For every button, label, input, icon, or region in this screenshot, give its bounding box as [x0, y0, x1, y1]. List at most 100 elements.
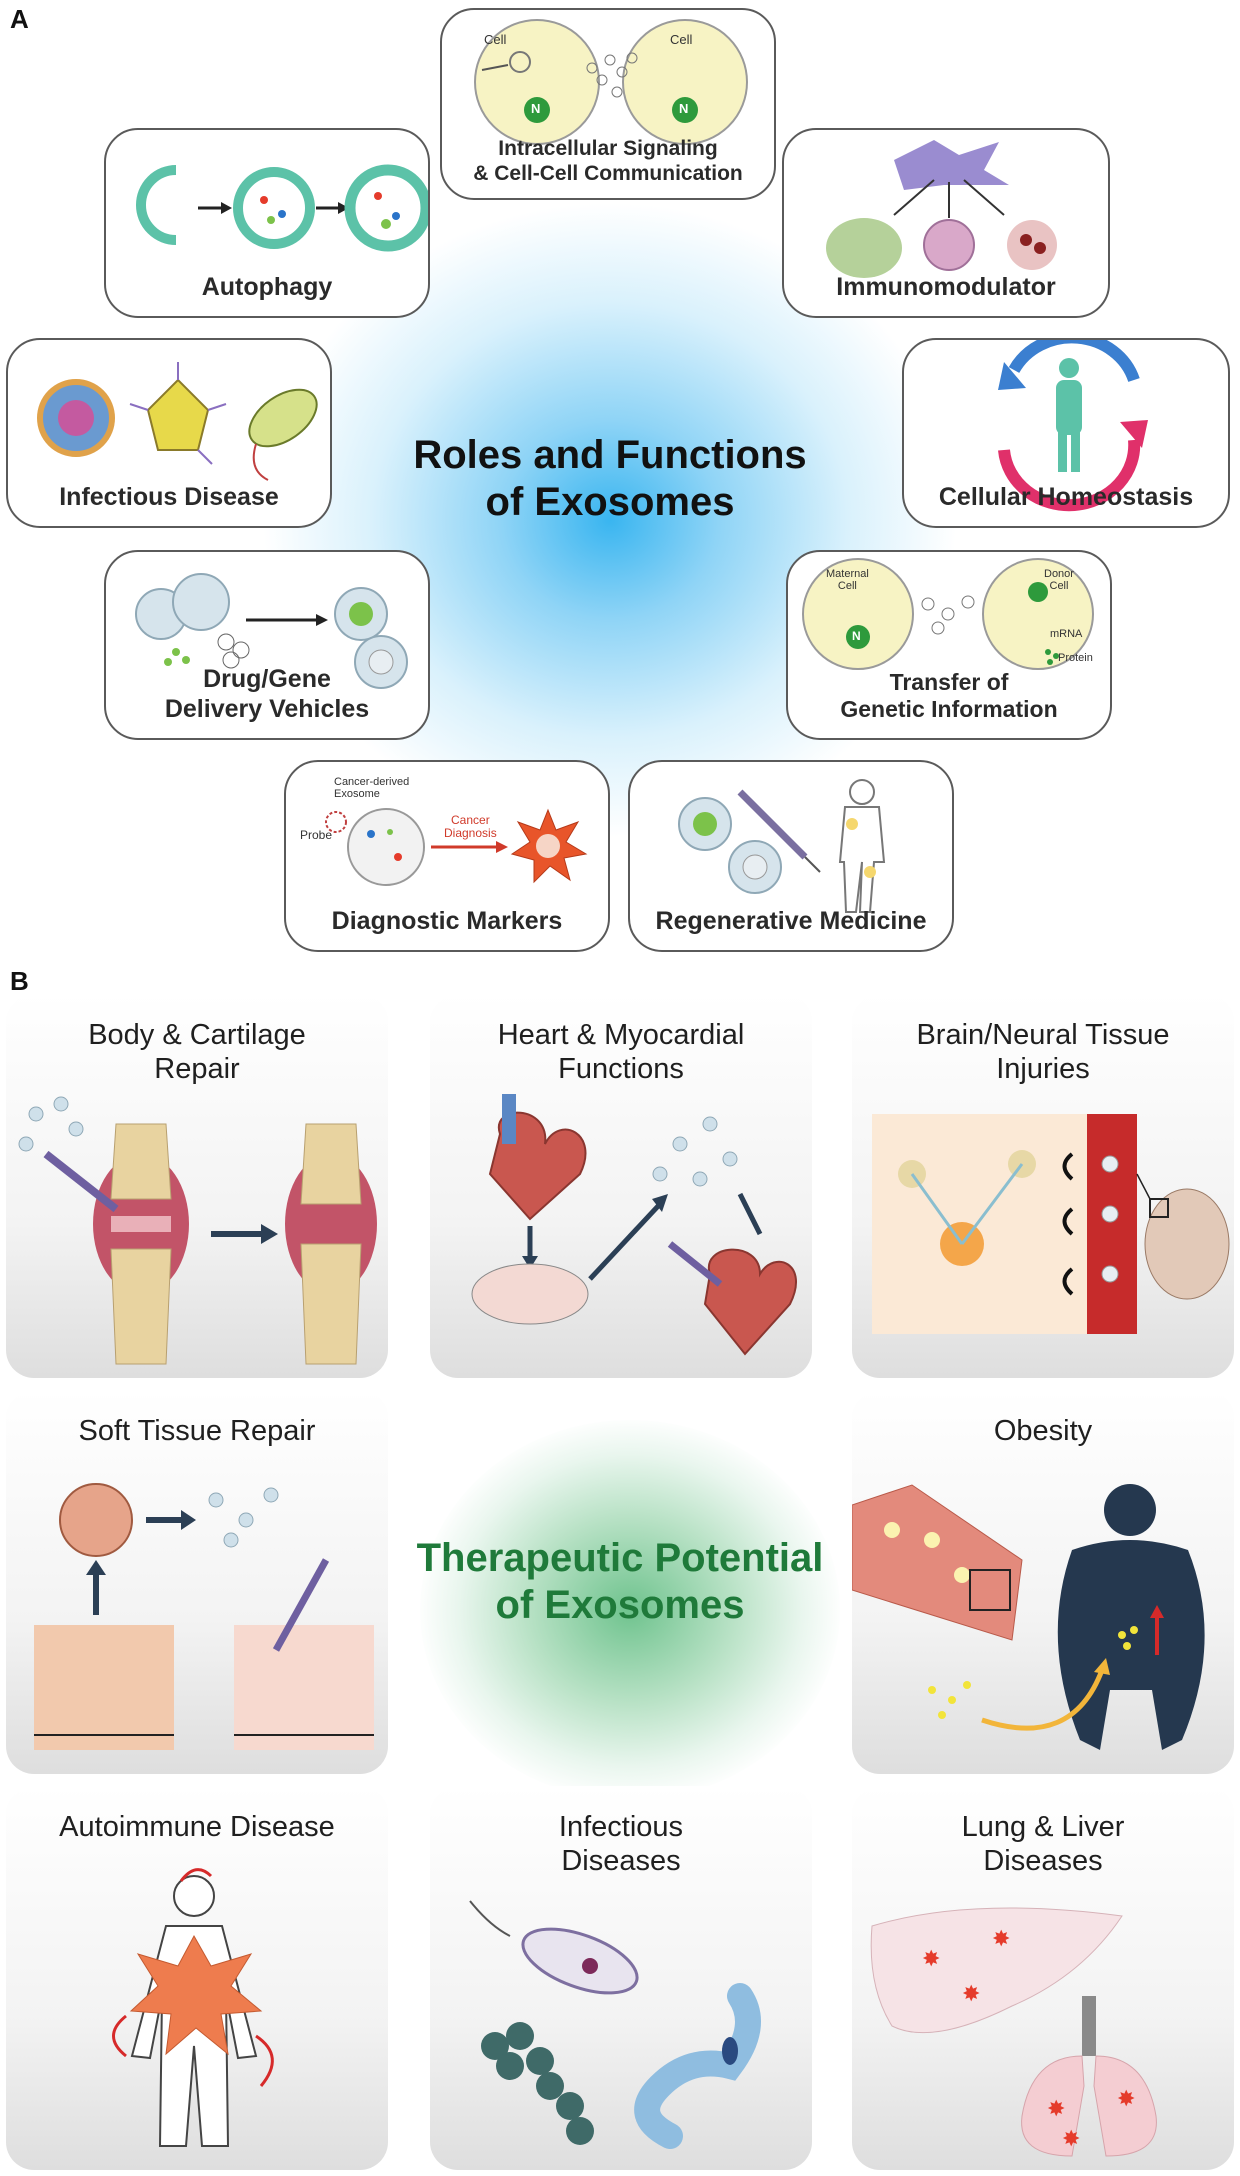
brain-line1: Brain/Neural Tissue [916, 1019, 1170, 1051]
drug-gene-label: Drug/Gene Delivery Vehicles [106, 664, 428, 724]
infectious-diseases-title: Infectious Diseases [430, 1810, 812, 1878]
panel-b-green-glow [420, 1420, 840, 1800]
obesity-title: Obesity [993, 1415, 1093, 1447]
panel-a-letter: A [10, 4, 29, 34]
soft-tissue-title: Soft Tissue Repair [78, 1415, 316, 1447]
body-cartilage-line2: Repair [154, 1053, 240, 1086]
cell-communication-illustration [474, 19, 748, 145]
box-immunomodulator: Immunomodulator [782, 128, 1110, 318]
maternal-word: Maternal [826, 568, 869, 580]
panel-a-center-title: Roles and Functions of Exosomes [330, 432, 890, 526]
tile-lung-liver-diseases: Lung & Liver Diseases ✸ ✸ ✸ ✸ ✸ ✸ [852, 1786, 1234, 2170]
joint-repair-illustration [18, 1096, 377, 1365]
regenerative-medicine-label: Regenerative Medicine [655, 907, 927, 935]
svg-text:✸: ✸ [1047, 2097, 1065, 2122]
nucleus-label-left: N [531, 101, 541, 116]
panel-b-letter: B [10, 966, 29, 996]
obesity-illustration [852, 1484, 1205, 1750]
brain-neural-illustration [872, 1114, 1230, 1334]
infectious-disease-label: Infectious Disease [59, 483, 279, 511]
immunomodulator-label: Immunomodulator [836, 273, 1056, 301]
box-drug-gene-delivery: Drug/Gene Delivery Vehicles [104, 550, 430, 740]
delivery-vehicles-illustration [135, 573, 408, 689]
tile-obesity: Obesity [852, 1390, 1234, 1774]
tile-body-cartilage-repair: Body & Cartilage Repair [6, 994, 388, 1378]
protein-label: Protein [1058, 652, 1093, 664]
drug-gene-label-line2: Delivery Vehicles [164, 695, 370, 723]
heart-title: Heart & Myocardial Functions [430, 1018, 812, 1086]
donor-word: Donor [1044, 568, 1074, 580]
body-cartilage-title: Body & Cartilage Repair [6, 1018, 388, 1086]
svg-text:✸: ✸ [992, 1927, 1010, 1952]
heart-line2: Functions [558, 1053, 684, 1086]
panel-b-title-line1: Therapeutic Potential [416, 1536, 824, 1580]
diagnostic-markers-label: Diagnostic Markers [331, 907, 563, 935]
svg-text:✸: ✸ [922, 1947, 940, 1972]
donor-cell-word: Cell [1049, 580, 1069, 593]
nucleus-label-right: N [679, 101, 689, 116]
box-intracellular-signaling: Cell Cell N N Intracellular Signaling & … [440, 8, 776, 200]
exosome-word: Exosome [334, 788, 380, 801]
svg-text:✸: ✸ [1062, 2127, 1080, 2152]
lung-liver-title: Lung & Liver Diseases [852, 1810, 1234, 1878]
autoimmune-title: Autoimmune Disease [59, 1811, 335, 1843]
body-cartilage-line1: Body & Cartilage [88, 1019, 306, 1051]
tile-brain-neural: Brain/Neural Tissue Injuries [852, 994, 1234, 1378]
cell-label-right: Cell [670, 32, 693, 47]
maternal-cell-label: Maternal Cell [826, 568, 869, 592]
microbes-illustration [469, 1900, 761, 2149]
svg-text:✸: ✸ [962, 1982, 980, 2007]
diagnostic-illustration [325, 808, 588, 886]
lung-liver-line1: Lung & Liver [961, 1811, 1125, 1843]
maternal-cell-word: Cell [837, 580, 857, 593]
transfer-label: Transfer of Genetic Information [788, 669, 1110, 724]
donor-cell-label: Donor Cell [1044, 568, 1074, 592]
autophagy-label: Autophagy [201, 273, 333, 301]
transfer-label-line1: Transfer of [889, 668, 1009, 695]
brain-title: Brain/Neural Tissue Injuries [852, 1018, 1234, 1086]
cancer-derived-exosome-label: Cancer-derived Exosome [334, 776, 409, 800]
signaling-label-line1: Intracellular Signaling [498, 136, 718, 160]
tile-infectious-diseases: Infectious Diseases [430, 1786, 812, 2170]
cancer-word: Cancer [451, 813, 490, 827]
homeostasis-label: Cellular Homeostasis [938, 483, 1194, 511]
soft-tissue-illustration [34, 1483, 374, 1750]
box-regenerative-medicine: Regenerative Medicine [628, 760, 954, 952]
box-autophagy: Autophagy [104, 128, 430, 318]
heart-illustration [471, 1094, 797, 1356]
lung-liver-line2: Diseases [983, 1845, 1103, 1878]
diagnosis-word: Diagnosis [444, 826, 497, 841]
genetic-transfer-illustration [802, 558, 1094, 670]
brain-line2: Injuries [996, 1053, 1090, 1086]
pathogens-illustration [37, 362, 318, 481]
cancer-derived-word: Cancer-derived [334, 776, 410, 788]
lung-liver-illustration: ✸ ✸ ✸ ✸ ✸ ✸ [870, 1907, 1157, 2157]
autoimmune-illustration [112, 1868, 274, 2147]
heart-line1: Heart & Myocardial [497, 1019, 745, 1051]
signaling-label-line2: & Cell-Cell Communication [473, 161, 743, 185]
tile-heart-myocardial: Heart & Myocardial Functions [430, 994, 812, 1378]
regenerative-illustration [678, 779, 886, 913]
mrna-label: mRNA [1050, 628, 1083, 640]
svg-text:✸: ✸ [1117, 2087, 1135, 2112]
box-infectious-disease: Infectious Disease [6, 338, 332, 528]
maternal-nucleus-label: N [852, 629, 861, 643]
infectious-diseases-line1: Infectious [558, 1811, 684, 1843]
box-transfer-genetic-information: Maternal Cell Donor Cell N mRNA Protein … [786, 550, 1112, 740]
infectious-diseases-line2: Diseases [561, 1845, 681, 1878]
cell-label-left: Cell [484, 32, 507, 47]
panel-a-title-line1: Roles and Functions [413, 433, 807, 477]
drug-gene-label-line1: Drug/Gene [203, 665, 331, 693]
transfer-label-line2: Genetic Information [840, 696, 1058, 723]
panel-a-title-line2: of Exosomes [485, 480, 735, 525]
box-diagnostic-markers: Cancer-derived Exosome Probe Cancer Diag… [284, 760, 610, 952]
tile-autoimmune-disease: Autoimmune Disease [6, 1786, 388, 2170]
autophagy-illustration [136, 164, 428, 252]
tile-soft-tissue-repair: Soft Tissue Repair [6, 1390, 388, 1774]
probe-label: Probe [300, 828, 333, 842]
homeostasis-illustration [998, 340, 1148, 512]
signaling-label: Intracellular Signaling & Cell-Cell Comm… [442, 136, 774, 186]
panel-b-title-line2: of Exosomes [495, 1583, 745, 1628]
panel-b-center-title: Therapeutic Potential of Exosomes [385, 1535, 855, 1629]
cancer-diagnosis-label: Cancer Diagnosis [444, 813, 497, 841]
